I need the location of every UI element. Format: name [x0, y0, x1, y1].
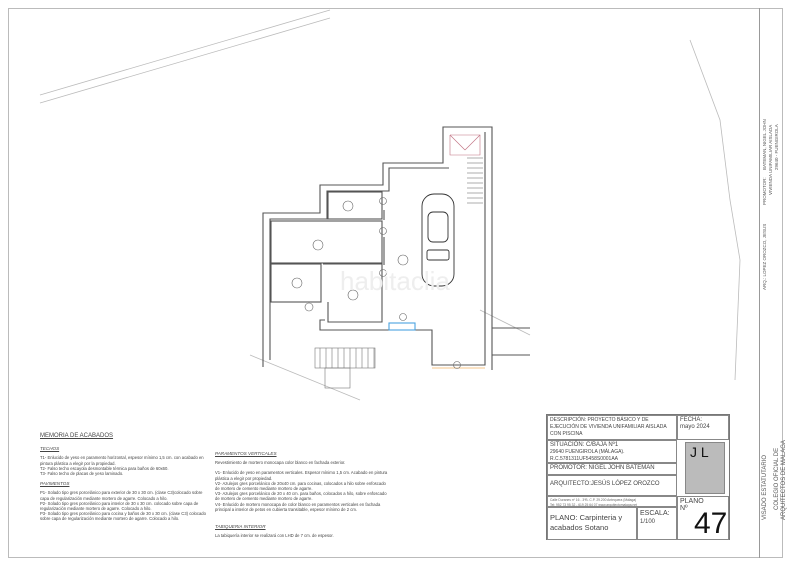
contact-cell: Calle Duranes nº 16 - 3ºB. C.P. 29.200 A…	[547, 496, 677, 507]
architect-logo: J L	[685, 442, 725, 494]
techo-t1: T1- Enlucido de yeso en paramento horizo…	[40, 455, 204, 466]
pavimento-p3: P3- Solado tipo gres porcelánico para co…	[40, 511, 206, 522]
fecha: mayo 2024	[680, 424, 710, 430]
techo-t2: T2- Falso techo escayola desmontable tér…	[40, 465, 169, 471]
verticales-intro: Revestimiento de mortero monocapa color …	[215, 460, 346, 466]
pavimentos-title: PAVIMENTOS	[40, 481, 70, 487]
sidebar-lugar: 29640 - FUENGIROLA	[774, 124, 779, 170]
walls	[262, 126, 530, 370]
car	[421, 193, 455, 287]
pavimento-p2: P2- Solado tipo gres porcelánico para in…	[40, 500, 199, 512]
plano-title: PLANO: Carpinteria y acabados Sotano	[547, 507, 637, 540]
sidebar-obra: VIVIENDA UNIFAMILIAR AISLADA	[768, 124, 773, 195]
sidebar-promotor: BATEMAN, NIGEL JOHN	[762, 119, 767, 170]
vertical-v2: V2- Azulejos gres porcelánico de 20x40 c…	[215, 480, 386, 492]
situacion-2: 29640 FUENGIROLA (MÁLAGA).	[550, 449, 625, 455]
techos-title: TECHOS	[40, 446, 60, 452]
ref-catastral: R.C.5781311UF5458S0001AA	[550, 456, 619, 462]
colegio-oficial-2: ARQUITECTOS DE MALAGA	[781, 440, 787, 520]
sidebar-divider	[759, 8, 760, 558]
site-boundary	[39, 9, 741, 401]
promotor: PROMOTOR: NIGEL JOHN BATEMAN	[547, 463, 677, 475]
stair-steps-upper	[319, 157, 483, 368]
memoria-title: MEMORIA DE ACABADOS	[40, 433, 114, 439]
address: Calle Duranes nº 16 - 3ºB. C.P. 29.200 A…	[550, 498, 637, 502]
fecha-label: FECHA:	[680, 417, 703, 423]
vertical-v3: V3- Azulejos gres porcelánico de 20 x 40…	[215, 491, 387, 502]
plano-n-label: PLANO Nº	[680, 498, 704, 512]
escala: 1/100	[640, 519, 656, 525]
vertical-v4: V4- Enlucido de mortero monocapa de colo…	[215, 501, 381, 512]
descripcion: DESCRIPCIÓN: PROYECTO BÁSICO Y DE EJECUC…	[547, 415, 677, 440]
verticales-title: PARAMENTOS VERTICALES	[215, 451, 277, 456]
sidebar-arquitecto: ARQ.: LOPEZ OROZCO, JESUS	[762, 223, 767, 290]
colegio-oficial: COLEGIO OFICIAL DE	[774, 447, 780, 510]
tabiqueria-text: La tabiquería interior se realizará con …	[215, 533, 334, 539]
tabiqueria-title: TABIQUERIA INTERIOR	[215, 524, 266, 530]
situacion: SITUACIÓN: C/BAJA Nº1	[550, 442, 619, 448]
stairs	[314, 134, 483, 389]
plano-number: 47	[694, 507, 728, 540]
escala-cell: ESCALA: 1/100	[637, 507, 677, 540]
techo-t3: T3- Falso techo de placas de yeso lamina…	[40, 471, 124, 477]
pavimento-p1: P1- Solado tipo gres porcelánico para ex…	[40, 490, 203, 501]
memoria-right: PARAMENTOS VERTICALES Revestimiento de m…	[215, 446, 390, 538]
vertical-v1: V1- Enlucido de yeso en paramentos verti…	[215, 470, 388, 481]
visado-estatutario: VISADO ESTATUTARIO	[762, 454, 768, 520]
title-block: DESCRIPCIÓN: PROYECTO BÁSICO Y DE EJECUC…	[546, 414, 730, 540]
drawing-frame	[8, 8, 783, 558]
escala-label: ESCALA:	[640, 510, 670, 517]
memoria-left: MEMORIA DE ACABADOS TECHOS T1- Enlucido …	[40, 433, 210, 522]
watermark: habitaclia	[340, 266, 450, 296]
fecha-cell: FECHA:mayo 2024	[677, 415, 729, 440]
ceiling-markers	[291, 197, 461, 369]
arquitecto: ARQUITECTO:JESÚS LÓPEZ OROZCO	[547, 475, 677, 496]
sidebar-promotor-label: PROMOTOR:	[762, 177, 767, 205]
contact: Tel: 952 73 95 32 - 619 25 64 07 www.arq…	[550, 502, 638, 507]
